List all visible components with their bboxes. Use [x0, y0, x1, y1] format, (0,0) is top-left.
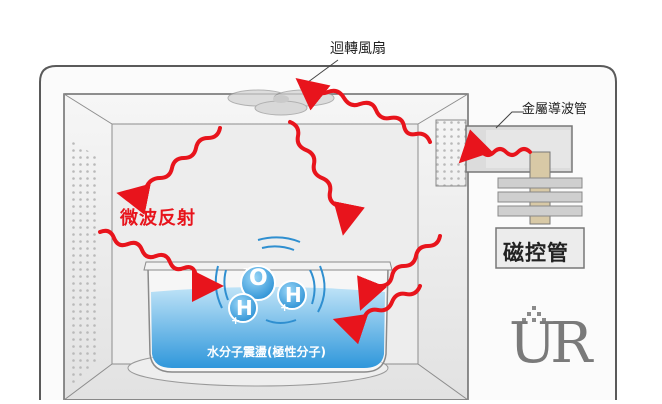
ray-waveguide — [458, 129, 532, 164]
microwave-rays — [98, 78, 532, 345]
hydrogen-left-charge: + — [231, 314, 241, 327]
hydrogen-right-symbol: H — [285, 283, 302, 307]
ray-top-right — [295, 78, 432, 144]
magnetron-label: 磁控管 — [503, 241, 569, 265]
waveguide-leader-line — [495, 111, 524, 129]
oxygen-atom — [240, 265, 276, 301]
hydrogen-atom-left — [228, 293, 258, 323]
water — [151, 287, 385, 368]
vibration-lines — [214, 236, 326, 324]
hydrogen-right-charge: + — [280, 301, 290, 314]
logo-dots — [522, 306, 546, 322]
fan-label: 迴轉風扇 — [330, 41, 386, 57]
hydrogen-atom-right — [277, 280, 307, 310]
ur-logo: UR — [509, 311, 592, 376]
waveguide-label: 金屬導波管 — [522, 102, 588, 117]
ray-left-reflect — [98, 228, 224, 302]
hydrogen-left-symbol: H — [236, 296, 253, 320]
ray-right-bowl — [357, 234, 442, 311]
ray-fan-left — [116, 126, 222, 215]
microwave-reflection-label: 微波反射 — [120, 208, 196, 229]
oxygen-symbol: O — [249, 266, 268, 291]
waveguide-opening — [435, 119, 467, 187]
vent-grille — [70, 140, 100, 390]
ray-fan-down — [288, 120, 365, 236]
water-molecule-label: 水分子震盪(極性分子) — [207, 345, 326, 359]
oxygen-charge: - — [243, 262, 248, 275]
ray-right-lower — [332, 284, 422, 345]
magnetron — [495, 151, 585, 269]
